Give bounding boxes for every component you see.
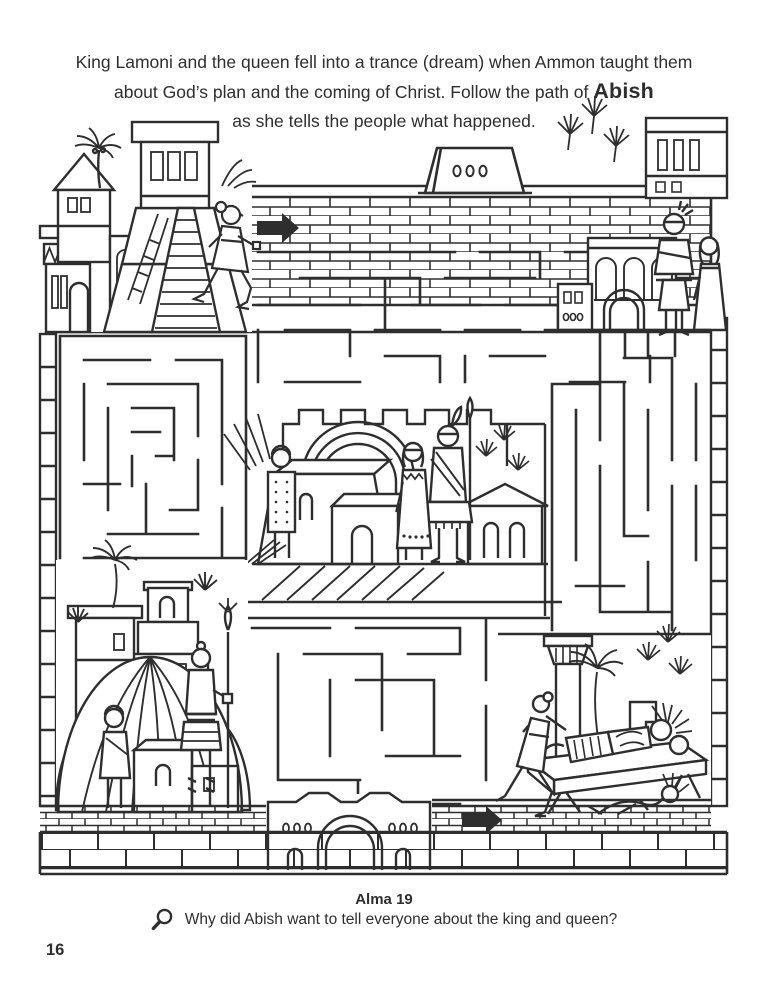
instructions: King Lamoni and the queen fell into a tr… [0, 48, 768, 136]
fan-plant-icon [636, 623, 693, 675]
watcher-woman-figure [692, 236, 728, 332]
instructions-line-2: about God’s plan and the coming of Chris… [0, 77, 768, 107]
small-house [51, 152, 117, 264]
pyramid-temple-scene [38, 116, 257, 334]
magnifier-icon [151, 908, 173, 931]
abish-start-figure [191, 200, 262, 311]
ground-brick-strips [40, 798, 711, 832]
scripture-reference: Alma 19 [355, 891, 413, 908]
right-border-bricks [709, 316, 729, 808]
abish-highlight: Abish [593, 79, 654, 103]
top-temple [418, 146, 532, 195]
city-boy-figure [98, 704, 132, 808]
instructions-line-1: King Lamoni and the queen fell into a tr… [75, 52, 693, 72]
fan-plant-icon [475, 422, 530, 471]
boy-figure [266, 444, 297, 558]
trance-scene [495, 623, 711, 818]
onlookers-scene [556, 95, 729, 337]
queen-figure [395, 441, 433, 560]
left-border-bricks [38, 332, 58, 808]
brick-road [38, 830, 729, 876]
palm-tree-icon [74, 127, 122, 189]
king-lamoni-figure [422, 395, 474, 564]
palm-tree-icon [67, 539, 218, 623]
page-number: 16 [46, 941, 65, 959]
instructions-line-3: as she tells the people what happened. [232, 111, 536, 131]
start-arrow-icon [257, 213, 299, 243]
watcher-man-figure [653, 200, 695, 337]
palace-scene [200, 390, 562, 620]
discussion-question: Why did Abish want to tell everyone abou… [0, 908, 768, 931]
city-scene [54, 539, 252, 832]
fan-plant-icon [557, 95, 630, 163]
abish-exit-figure [495, 691, 567, 818]
instructions-line-2-text: about God’s plan and the coming of Chris… [113, 82, 594, 102]
question-text: Why did Abish want to tell everyone abou… [184, 910, 618, 928]
warrior-figure [179, 598, 238, 808]
